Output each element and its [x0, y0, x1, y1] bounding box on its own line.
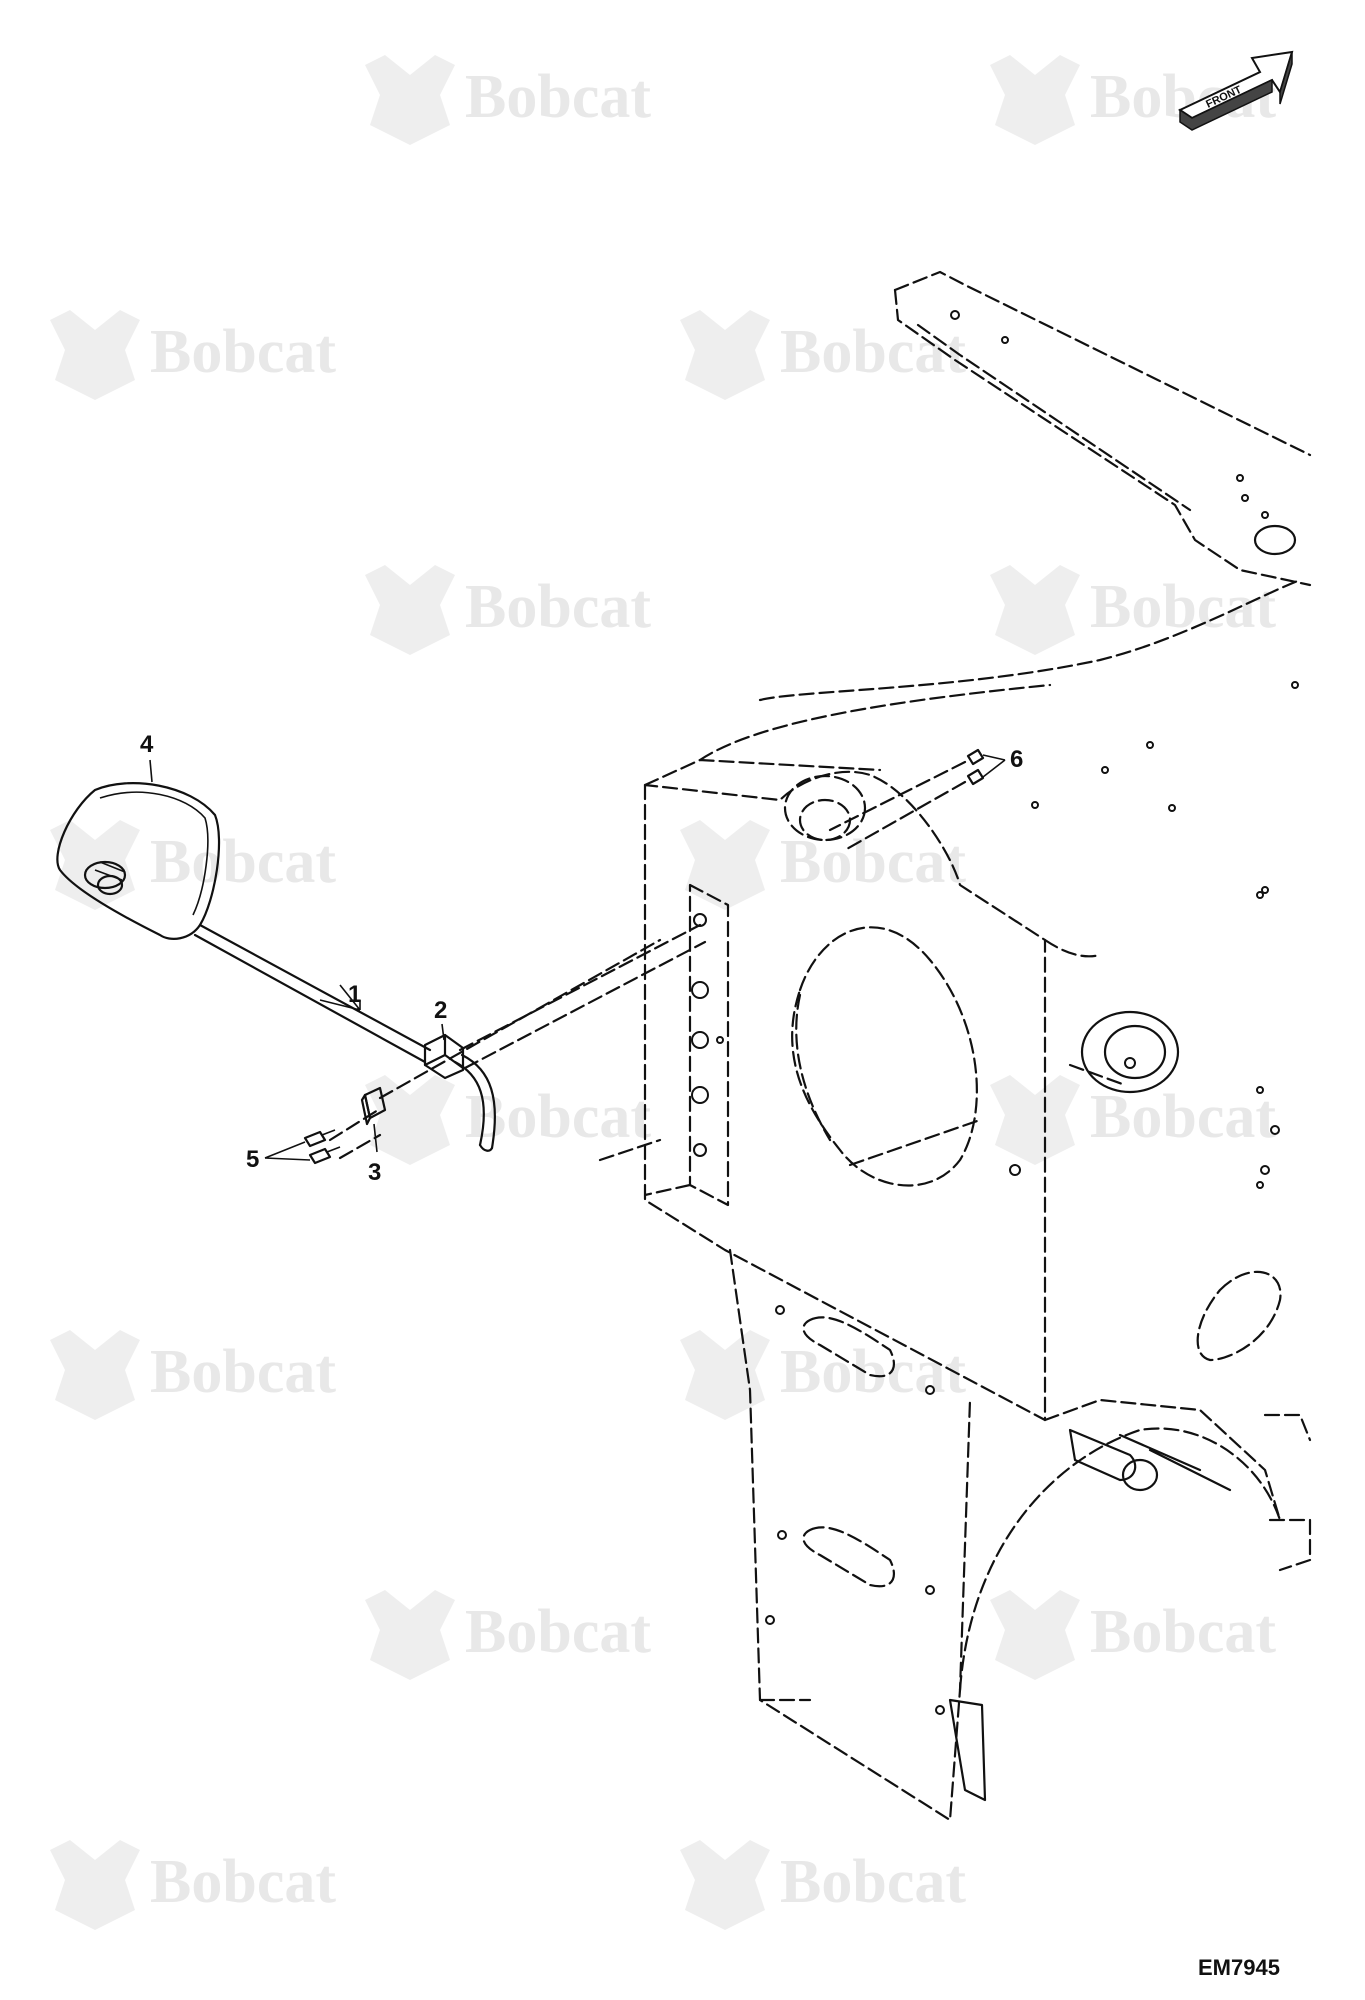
svg-text:Bobcat: Bobcat	[465, 1598, 651, 1666]
watermark: Bobcat	[680, 1330, 966, 1420]
svg-text:Bobcat: Bobcat	[1090, 1598, 1276, 1666]
svg-text:Bobcat: Bobcat	[465, 63, 651, 131]
svg-text:Bobcat: Bobcat	[780, 1848, 966, 1916]
svg-text:Bobcat: Bobcat	[465, 1083, 651, 1151]
watermark: Bobcat	[365, 55, 651, 145]
svg-text:1: 1	[348, 981, 361, 1008]
watermark: Bobcat	[990, 565, 1276, 655]
callout-5: 5	[246, 1141, 311, 1173]
svg-text:Bobcat: Bobcat	[1090, 1083, 1276, 1151]
watermark: Bobcat	[50, 310, 336, 400]
svg-text:3: 3	[368, 1159, 381, 1186]
watermark: Bobcat	[50, 820, 336, 910]
callout-1: 1	[319, 981, 361, 1011]
mirror-head	[56, 782, 221, 940]
watermark: Bobcat	[680, 820, 966, 910]
svg-text:5: 5	[246, 1146, 259, 1173]
bolt-icon	[966, 768, 985, 786]
watermark: Bobcat	[990, 1075, 1276, 1165]
boom-upper-outline	[698, 578, 1302, 899]
svg-text:Bobcat: Bobcat	[780, 318, 966, 386]
svg-text:Bobcat: Bobcat	[150, 1338, 336, 1406]
svg-text:2: 2	[434, 997, 447, 1024]
watermark: Bobcat	[365, 1590, 651, 1680]
mirror-rod	[198, 923, 432, 1052]
watermark: Bobcat	[50, 1840, 336, 1930]
svg-text:Bobcat: Bobcat	[780, 828, 966, 896]
document-id: EM7945	[1198, 1955, 1280, 1980]
svg-text:6: 6	[1010, 746, 1023, 773]
svg-text:Bobcat: Bobcat	[780, 1338, 966, 1406]
mirror-assembly	[56, 748, 985, 1165]
watermark: Bobcat	[50, 1330, 336, 1420]
callout-2: 2	[434, 997, 447, 1041]
callout-4: 4	[140, 731, 154, 783]
watermark: Bobcat	[990, 1590, 1276, 1680]
watermark: Bobcat	[680, 310, 966, 400]
watermark-layer: Bobcat Bobcat Bobcat Bobcat Bobcat Bobca…	[50, 55, 1276, 1930]
callout-6: 6	[982, 746, 1023, 778]
watermark: Bobcat	[680, 1840, 966, 1930]
svg-text:Bobcat: Bobcat	[150, 828, 336, 896]
upper-frame	[893, 270, 1312, 587]
bolt-icon	[966, 748, 985, 766]
svg-text:4: 4	[140, 731, 154, 758]
svg-text:Bobcat: Bobcat	[1090, 573, 1276, 641]
bolt-icon	[303, 1129, 336, 1148]
callout-3: 3	[368, 1123, 381, 1186]
callouts: 1 2 3 4 5 6	[140, 731, 1023, 1186]
svg-text:Bobcat: Bobcat	[150, 1848, 336, 1916]
mounting-bracket	[643, 758, 1180, 1422]
svg-text:Bobcat: Bobcat	[465, 573, 651, 641]
bolt-icon	[308, 1146, 341, 1165]
svg-text:Bobcat: Bobcat	[150, 318, 336, 386]
frame-lower-leg	[728, 1086, 1312, 1822]
watermark: Bobcat	[365, 565, 651, 655]
watermark: Bobcat	[365, 1075, 651, 1165]
